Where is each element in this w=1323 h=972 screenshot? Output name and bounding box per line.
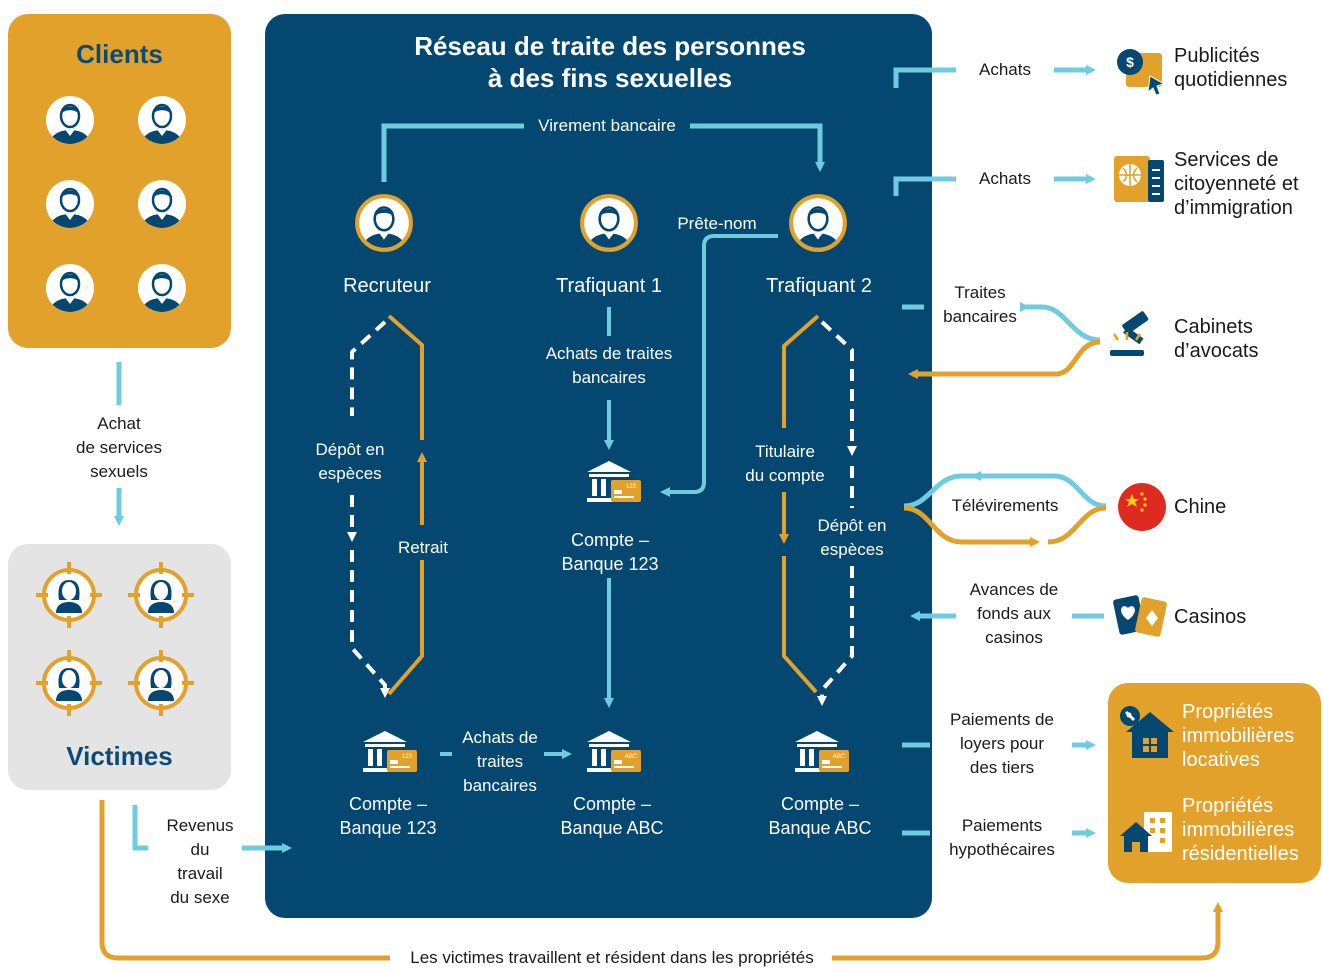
label-prete-nom: Prête-nom: [677, 214, 757, 233]
ad-icon: $: [1117, 49, 1166, 96]
victimes-title: Victimes: [66, 741, 173, 771]
client-person-icon: [136, 178, 188, 234]
edge-prete-nom: [660, 234, 778, 497]
node-compte-123-mid: Compte – Banque 123: [561, 530, 659, 574]
svg-text:$: $: [1126, 54, 1134, 70]
label-paiements-hypo: Paiements hypothécaires: [949, 816, 1055, 859]
house-key-icon: [1120, 706, 1174, 758]
bank-icon: [587, 731, 641, 772]
label-paiements-loyers: Paiements de loyers pour des tiers: [950, 710, 1054, 777]
edge-depot-1: [350, 320, 387, 416]
node-compte-abc-right: Compte – Banque ABC: [768, 794, 872, 838]
victim-target-icon: [34, 560, 104, 630]
victim-target-icon: [126, 560, 196, 630]
label-depot-especes-1: Dépôt en espèces: [315, 440, 385, 483]
target-chine: Chine: [1174, 496, 1227, 518]
card-label: ABC: [625, 754, 638, 760]
label-achats-traites-bottom: Achats de traites bancaires: [462, 728, 538, 795]
client-person-icon: [44, 262, 96, 318]
label-revenus: Revenus du travail du sexe: [166, 816, 234, 907]
node-trafiquant2: Trafiquant 2: [766, 275, 872, 297]
edge-retrait: [387, 560, 424, 696]
edge-televirements: [903, 473, 1107, 509]
target-proprietes-locatives: Propriétés immobilières locatives: [1182, 701, 1295, 771]
edge-achats-2: [893, 176, 956, 196]
china-flag-icon: [1118, 483, 1166, 531]
label-depot-especes-2: Dépôt en espèces: [817, 516, 887, 559]
bank-icon: [363, 731, 417, 772]
target-publicites: Publicités quotidiennes: [1174, 45, 1288, 91]
target-proprietes-residentielles: Propriétés immobilières résidentielles: [1182, 795, 1299, 865]
edge-titulaire: [782, 314, 820, 428]
label-titulaire: Titulaire du compte: [745, 442, 825, 485]
target-casinos: Casinos: [1174, 606, 1247, 628]
card-label: 123: [626, 484, 637, 490]
card-label: ABC: [833, 754, 846, 760]
label-achats-1: Achats: [979, 60, 1031, 79]
edge-bottom-gold: [99, 800, 390, 961]
edge-achats-1: [893, 67, 956, 88]
label-televirements: Télévirements: [951, 496, 1059, 515]
client-person-icon: [44, 178, 96, 234]
node-recruteur: Recruteur: [343, 275, 431, 297]
label-retrait: Retrait: [397, 538, 449, 557]
recruteur-person-icon: [357, 196, 411, 254]
target-cabinets: Cabinets d’avocats: [1174, 316, 1259, 362]
edge-depot-2: [820, 320, 857, 456]
node-compte-abc-mid: Compte – Banque ABC: [560, 794, 664, 838]
client-person-icon: [136, 94, 188, 150]
client-person-icon: [136, 262, 188, 318]
clients-title: Clients: [76, 39, 163, 69]
cards-icon: [1113, 595, 1167, 637]
node-compte-123-left: Compte – Banque 123: [339, 794, 437, 838]
label-achats-traites-t1: Achats de traites bancaires: [545, 344, 673, 387]
label-virement: Virement bancaire: [538, 116, 676, 135]
card-label: 123: [402, 754, 413, 760]
network-title: Réseau de traite des personnes à des fin…: [414, 31, 806, 93]
passport-icon: [1114, 156, 1164, 202]
label-achats-2: Achats: [979, 169, 1031, 188]
label-traites-bancaires: Traites bancaires: [943, 283, 1017, 326]
victim-target-icon: [34, 648, 104, 718]
node-trafiquant1: Trafiquant 1: [556, 275, 662, 297]
building-icon: [1120, 812, 1172, 852]
bank-icon: [795, 731, 849, 772]
label-bottom: Les victimes travaillent et résident dan…: [410, 948, 814, 967]
bank-icon: [587, 461, 641, 502]
gavel-icon: [1110, 311, 1149, 356]
edge-revenus: [132, 805, 148, 851]
trafiquant1-person-icon: [582, 196, 636, 254]
client-person-icon: [44, 94, 96, 150]
trafiquant2-person-icon: [791, 196, 845, 254]
label-avances: Avances de fonds aux casinos: [969, 580, 1059, 647]
victim-target-icon: [126, 648, 196, 718]
target-services: Services de citoyenneté et d’immigration: [1174, 149, 1299, 219]
edge-virement: [381, 123, 524, 182]
label-achat-services: Achat de services sexuels: [76, 414, 162, 481]
